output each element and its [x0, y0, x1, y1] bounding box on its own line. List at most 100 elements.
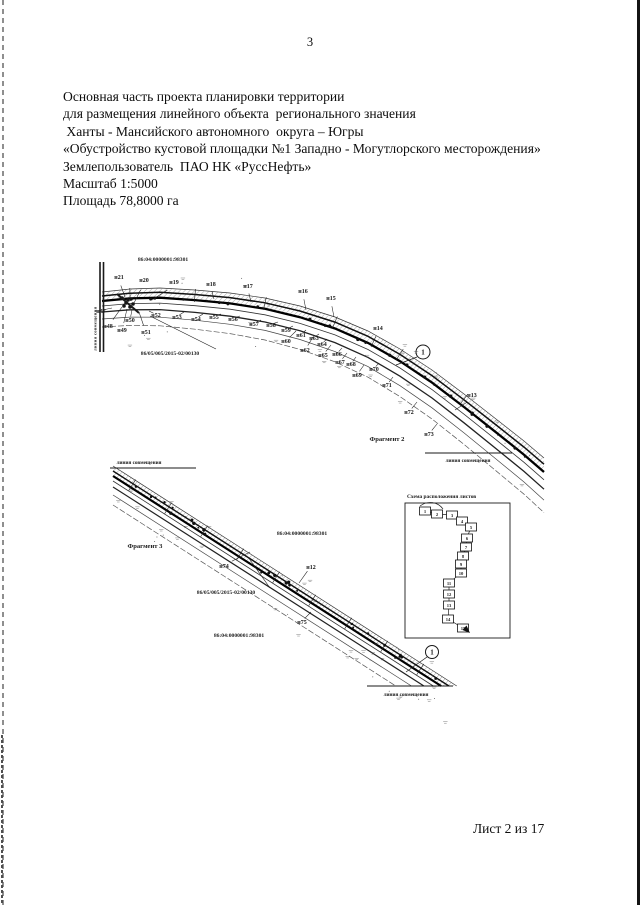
map-point-label: н17 — [243, 284, 252, 290]
point-leader — [359, 364, 365, 372]
tree-blob — [149, 495, 153, 499]
inset-sheet-cell — [457, 623, 469, 633]
point-leader — [130, 309, 133, 317]
bend-cluster-stroke — [116, 293, 140, 314]
tree-blob — [324, 325, 327, 328]
inset-sheet-number: 13 — [447, 603, 452, 608]
point-leader — [375, 362, 380, 367]
corridor-line — [101, 308, 545, 490]
vegetation-mark — [361, 650, 366, 653]
point-leader — [388, 376, 394, 383]
vegetation-mark — [429, 661, 435, 664]
dot-mark — [166, 331, 168, 333]
corridor-line — [112, 465, 457, 687]
vegetation-mark — [127, 344, 133, 347]
point-leader — [454, 402, 468, 411]
vegetation-mark — [146, 337, 151, 340]
tree-blob — [262, 307, 265, 310]
map-point-label: н64 — [317, 342, 326, 348]
dot-mark — [497, 434, 499, 436]
map-point-label: н57 — [249, 322, 258, 328]
vegetation-mark — [379, 658, 385, 661]
map-point-label: н50 — [125, 318, 134, 324]
route-marker-number: 1 — [430, 648, 434, 656]
match-line-label: линия совмещения — [446, 458, 491, 464]
corridor-line — [101, 287, 545, 459]
header-line-6: Масштаб 1:5000 — [63, 176, 158, 192]
vegetation-mark — [368, 374, 373, 377]
tree-blob — [205, 299, 208, 302]
inset-sheet-cell — [460, 542, 472, 552]
tree-blob — [513, 446, 517, 450]
marker-leader — [395, 356, 418, 366]
vegetation-mark — [307, 579, 313, 582]
tree-blob — [448, 394, 453, 398]
point-leader — [431, 423, 438, 431]
inset-sheet-cell — [443, 600, 455, 610]
match-line-label: линия совмещения — [384, 692, 429, 698]
dot-mark — [372, 676, 374, 678]
vegetation-mark — [116, 500, 121, 503]
chainage-tick — [308, 594, 316, 606]
point-leader — [104, 307, 113, 310]
vegetation-mark — [159, 529, 164, 532]
tree-blob — [192, 521, 196, 525]
vegetation-mark — [135, 506, 140, 509]
dot-mark — [241, 277, 243, 279]
tree-blob — [184, 516, 187, 518]
map-point-label: н47 — [96, 309, 105, 315]
tree-blob — [356, 337, 360, 342]
corridor-line — [112, 470, 450, 687]
point-leader — [112, 306, 123, 320]
chainage-tick — [344, 617, 352, 629]
dot-mark — [144, 334, 146, 336]
chainage-tick — [331, 316, 338, 329]
vegetation-mark — [402, 344, 408, 347]
inset-sheet-cell — [456, 516, 468, 526]
map-point-label: н73 — [424, 432, 433, 438]
chainage-tick — [416, 663, 424, 676]
match-line-label: линия совмещения — [117, 460, 162, 466]
point-leader — [198, 313, 204, 318]
tree-blob — [153, 297, 157, 300]
inset-sheet-number: 15 — [461, 626, 466, 631]
point-leader — [179, 311, 185, 316]
map-point-label: н14 — [373, 326, 382, 332]
header-line-1: Основная часть проекта планировки террит… — [63, 89, 345, 104]
fragment-label: Фрагмент 2 — [370, 436, 406, 443]
document-header: Основная часть проекта планировки террит… — [63, 88, 623, 210]
dot-mark — [435, 372, 437, 374]
dot-mark — [398, 649, 399, 651]
tree-blob — [267, 571, 271, 575]
header-line-4: «Обустройство кустовой площадки №1 Запад… — [63, 141, 541, 157]
route-marker-number: 1 — [421, 348, 425, 356]
tree-blob — [423, 375, 427, 379]
vegetation-mark — [406, 383, 411, 386]
dot-mark — [528, 454, 530, 456]
dot-mark — [181, 282, 183, 284]
map-point-label: н12 — [306, 565, 315, 571]
point-leader — [256, 319, 262, 323]
vegetation-mark — [494, 420, 500, 423]
fragment2-group: линия совмещения86:04:0000001:9830186/05… — [93, 257, 545, 513]
tree-blob — [202, 528, 206, 532]
dot-mark — [388, 690, 390, 692]
map-point-label: н52 — [151, 313, 160, 319]
vegetation-mark — [396, 697, 401, 700]
vegetation-mark — [345, 656, 350, 659]
inset-sheet-cell — [465, 522, 477, 532]
map-point-label: н72 — [404, 410, 413, 416]
tree-blob — [287, 580, 291, 584]
tree-blob — [398, 655, 401, 658]
inset-sheet-number: 12 — [447, 592, 452, 597]
dot-mark — [433, 697, 435, 699]
map-point-label: н56 — [228, 317, 237, 323]
header-line-5: Землепользователь ПАО НК «РуссНефть» — [63, 158, 312, 174]
tree-blob — [308, 317, 312, 321]
dot-mark — [281, 575, 283, 577]
tree-blob — [269, 308, 272, 311]
scan-edge-artifact-left — [2, 0, 4, 905]
dot-mark — [369, 659, 371, 661]
